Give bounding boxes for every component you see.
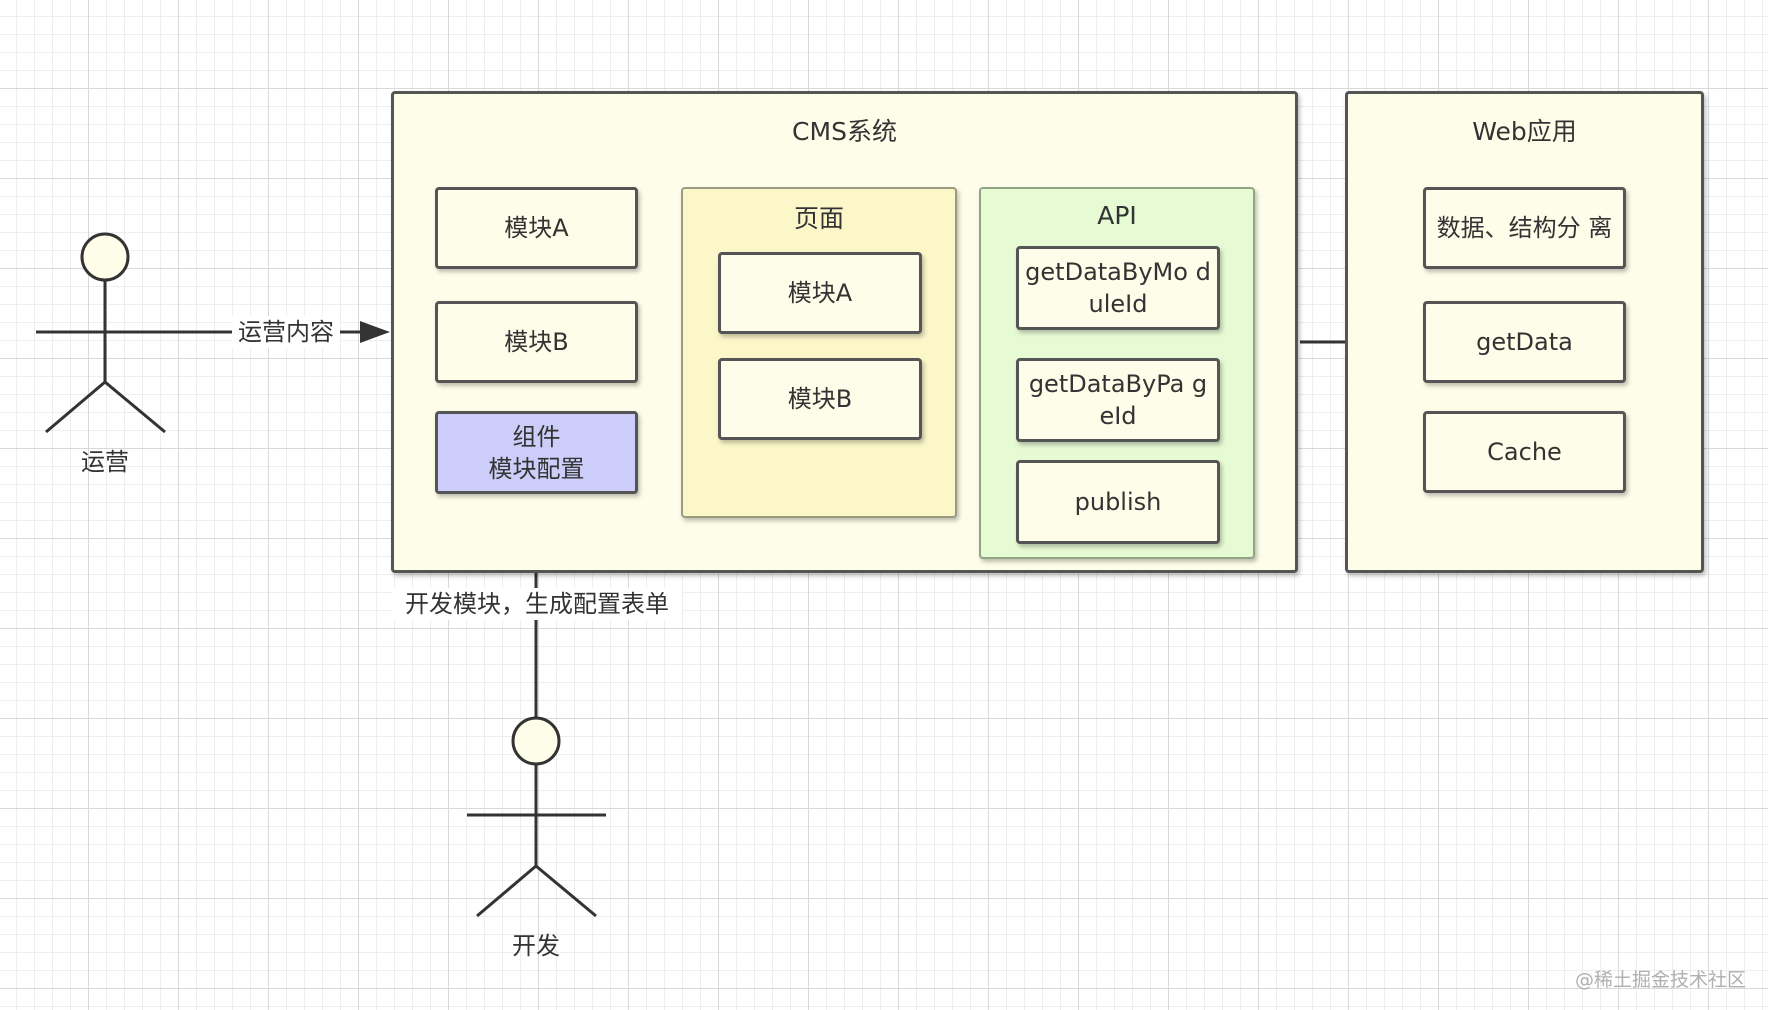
page-module-a[interactable]: 模块A [718,252,922,334]
cms-system-title: CMS系统 [792,117,897,146]
ops-actor-figure [36,232,175,434]
api-get-data-by-module-id[interactable]: getDataByMo duleId [1016,246,1220,330]
config-line-1: 组件 [512,422,561,451]
page-module-b[interactable]: 模块B [718,358,922,440]
cms-module-b[interactable]: 模块B [435,301,638,383]
watermark: @稀土掘金技术社区 [1574,969,1746,991]
dev-actor-label: 开发 [512,932,560,960]
api-get-data-by-page-id[interactable]: getDataByPa geId [1016,358,1220,442]
dev-actor-figure [467,716,606,918]
component-module-config[interactable]: 组件 模块配置 [435,411,638,494]
web-cache[interactable]: Cache [1423,411,1626,493]
api-title: API [1097,201,1137,230]
ops-actor-label: 运营 [81,448,129,476]
web-get-data[interactable]: getData [1423,301,1626,383]
ops-to-cms-arrow [175,321,390,343]
page-title: 页面 [793,204,844,233]
web-app-title: Web应用 [1472,117,1577,146]
ops-to-cms-label: 运营内容 [232,316,340,348]
cms-module-a[interactable]: 模块A [435,187,638,269]
page-container[interactable]: 页面 [681,187,957,518]
config-line-2: 模块配置 [488,454,585,483]
dev-to-config-label: 开发模块，生成配置表单 [392,588,682,620]
api-publish[interactable]: publish [1016,460,1220,544]
web-data-structure-separation[interactable]: 数据、结构分 离 [1423,187,1626,269]
